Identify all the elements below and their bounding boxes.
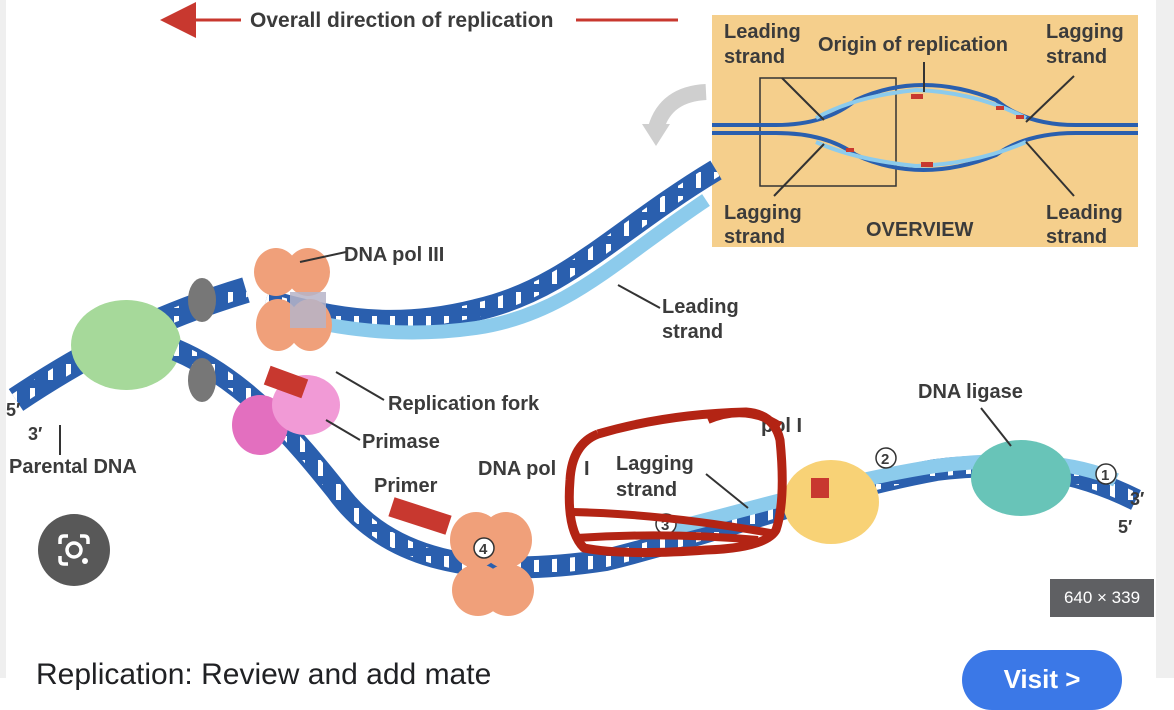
zoom-arrow [648, 84, 707, 131]
overview-leading-bottom-1: Leading [1046, 202, 1123, 224]
dna-pol-iii-upper [254, 248, 332, 351]
google-lens-button[interactable] [38, 514, 110, 586]
svg-text:1: 1 [1101, 467, 1109, 484]
image-dimensions-badge: 640 × 339 [1050, 579, 1154, 617]
leading-strand-upper [262, 160, 722, 340]
primer-rna [388, 497, 452, 535]
label-dna-pol-lower: DNA pol [478, 458, 556, 480]
helicase [71, 300, 181, 390]
label-primase: Primase [362, 431, 440, 453]
label-5-prime-left: 5′ [6, 400, 20, 420]
label-replication-fork: Replication fork [388, 393, 540, 415]
direction-label: Overall direction of replication [250, 9, 553, 32]
svg-text:2: 2 [881, 451, 889, 468]
dna-ligase-protein [971, 440, 1071, 516]
label-5-prime-right: 5′ [1118, 517, 1132, 537]
overview-lagging-bottom-1: Lagging [724, 202, 802, 224]
right-gutter [1156, 0, 1174, 678]
overview-leading-top-2: strand [724, 46, 785, 68]
overview-leading-top-1: Leading [724, 21, 801, 43]
step-2-marker: 2 [875, 447, 897, 469]
overview-origin-label: Origin of replication [818, 34, 1008, 56]
left-gutter [0, 0, 6, 678]
label-leading-strand-1: Leading [662, 296, 739, 318]
google-lens-icon [58, 534, 90, 566]
step-4-marker: 4 [473, 537, 495, 559]
label-3-prime-right: 3′ [1130, 489, 1144, 509]
annotation-scribble [564, 407, 787, 558]
svg-text:4: 4 [479, 541, 488, 558]
label-lagging-strand-2: strand [616, 479, 677, 501]
overview-title: OVERVIEW [866, 219, 974, 241]
dna-pol-i-protein [783, 460, 879, 544]
primase-protein [232, 365, 340, 455]
result-title[interactable]: Replication: Review and add mate [36, 658, 492, 691]
overview-leading-bottom-2: strand [1046, 226, 1107, 248]
dna-replication-figure: Overall direction of replication [6, 2, 1144, 616]
label-lagging-strand-1: Lagging [616, 453, 694, 475]
visit-button[interactable]: Visit > [962, 650, 1122, 710]
label-dna-pol-lower-suffix: I [584, 458, 590, 480]
label-parental-dna: Parental DNA [9, 456, 137, 478]
overview-lagging-top-1: Lagging [1046, 21, 1124, 43]
label-leading-strand-2: strand [662, 321, 723, 343]
label-dna-ligase: DNA ligase [918, 381, 1023, 403]
image-preview[interactable]: Overall direction of replication [6, 0, 1156, 630]
label-primer: Primer [374, 475, 438, 497]
overview-lagging-top-2: strand [1046, 46, 1107, 68]
label-3-prime-left: 3′ [28, 424, 42, 444]
overview-panel: Leading strand Origin of replication Lag… [712, 15, 1138, 248]
svg-text:3: 3 [661, 517, 669, 534]
step-1-marker: 1 [1095, 463, 1117, 485]
dna-pol-iii-lower [450, 512, 534, 616]
label-dna-pol-iii: DNA pol III [344, 244, 444, 266]
overview-lagging-bottom-2: strand [724, 226, 785, 248]
clamp-loader [188, 278, 216, 322]
